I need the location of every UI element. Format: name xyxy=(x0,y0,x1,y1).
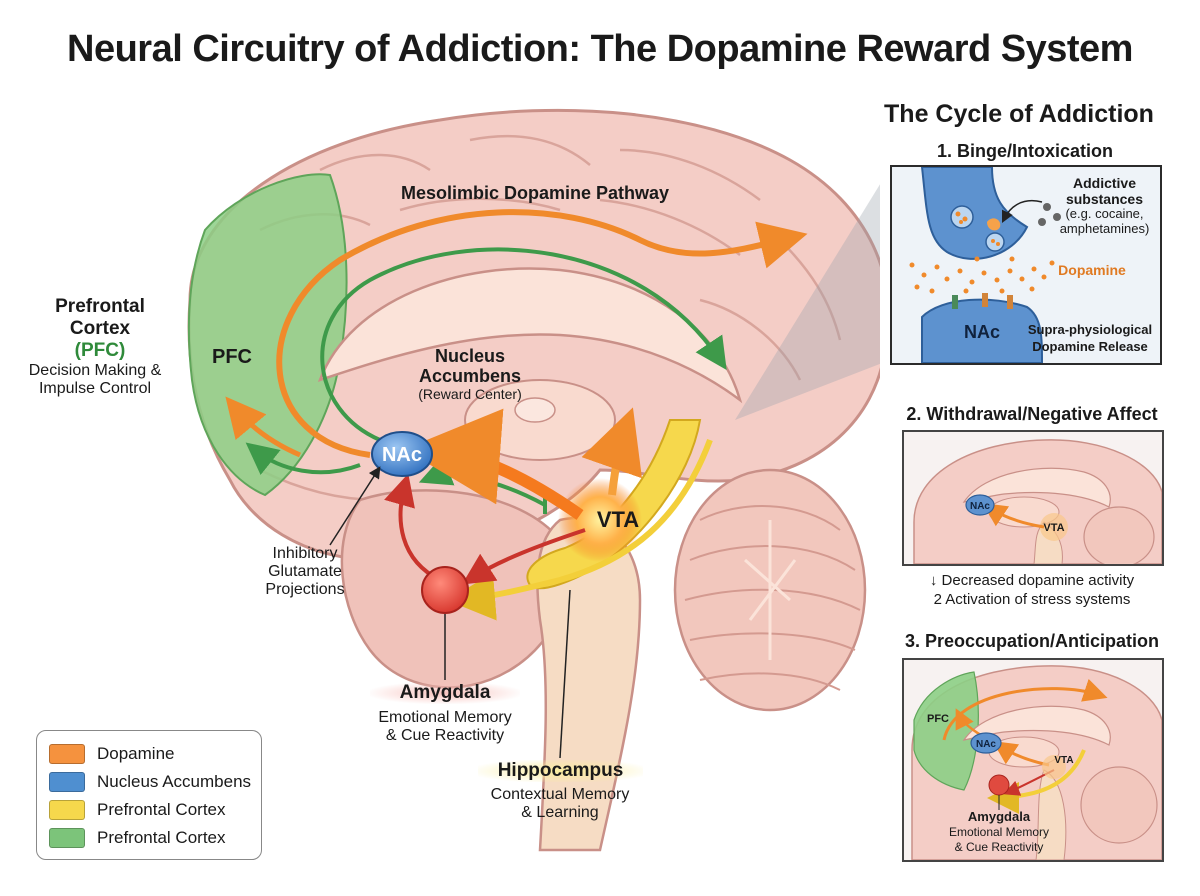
legend-item: Dopamine xyxy=(49,743,175,765)
nac-node xyxy=(371,431,433,477)
brain-diagram: PFC NAc VTA xyxy=(187,108,880,852)
stage3-pfc-label: PFC xyxy=(927,713,949,725)
legend-label: Prefrontal Cortex xyxy=(97,828,226,847)
nac-sub: (Reward Center) xyxy=(418,386,522,402)
page-title: Neural Circuitry of Addiction: The Dopam… xyxy=(67,28,1133,70)
zoom-wedge xyxy=(735,184,880,420)
hippocampus-title: Hippocampus xyxy=(478,760,643,782)
legend-swatch-dopamine xyxy=(49,744,85,764)
postsynaptic-nac xyxy=(921,298,1043,363)
stage2-panel: NAc VTA xyxy=(902,430,1164,566)
stage1-subst-2: substances xyxy=(1065,191,1144,207)
stage1-dopamine-label: Dopamine xyxy=(1058,262,1126,278)
pfc-inner-label: PFC xyxy=(212,346,252,368)
amygdala-title: Amygdala xyxy=(370,682,520,704)
stage1-subst-1: Addictive xyxy=(1072,175,1136,191)
stage3-title: 3. Preoccupation/Anticipation xyxy=(904,631,1160,651)
inhibitory-label-3: Projections xyxy=(265,581,345,598)
pfc-desc-1: Decision Making & xyxy=(28,362,162,379)
inhibitory-label-1: Inhibitory xyxy=(272,545,338,562)
hippocampus-desc-1: Contextual Memory xyxy=(490,786,630,803)
pfc-abbr: (PFC) xyxy=(74,340,126,361)
amygdala-desc-1: Emotional Memory xyxy=(378,709,512,726)
stage3-amygdala-title: Amygdala xyxy=(967,809,1031,824)
stage3-nac-label: NAc xyxy=(976,739,996,750)
stage2-title: 2. Withdrawal/Negative Affect xyxy=(906,404,1158,424)
hippocampus-desc-2: & Learning xyxy=(521,804,599,821)
hippocampus-arrow xyxy=(447,438,713,621)
stage3-panel: PFC NAc VTA Amygdala Emotional Memory & … xyxy=(902,658,1164,862)
stage2-nac-label: NAc xyxy=(970,501,990,512)
amygdala-desc-2: & Cue Reactivity xyxy=(385,727,505,744)
pathway-label: Mesolimbic Dopamine Pathway xyxy=(400,183,670,203)
corpus-callosum xyxy=(317,267,743,404)
legend-item: Nucleus Accumbens xyxy=(49,771,251,793)
stage1-release-2: Dopamine Release xyxy=(1032,339,1148,354)
synapse-diagram xyxy=(892,167,1160,363)
stage2-effect-2: 2 Activation of stress systems xyxy=(933,591,1131,608)
stage1-panel: Addictive substances (e.g. cocaine, amph… xyxy=(890,165,1162,365)
legend: Dopamine Nucleus Accumbens Prefrontal Co… xyxy=(36,730,262,860)
stage2-effect-1: ↓ Decreased dopamine activity xyxy=(929,572,1135,589)
amygdala-node xyxy=(421,566,469,614)
pfc-desc-2: Impulse Control xyxy=(38,380,152,397)
inhibitory-label-2: Glutamate xyxy=(268,563,342,580)
cycle-title: The Cycle of Addiction xyxy=(884,100,1154,128)
legend-swatch-yellow xyxy=(49,800,85,820)
pfc-title-1: Prefrontal xyxy=(55,296,145,317)
legend-swatch-nac xyxy=(49,772,85,792)
stage1-subst-3: (e.g. cocaine, xyxy=(1065,206,1144,221)
stage1-nac-label: NAc xyxy=(963,322,1000,342)
glutamate-loop-arrow xyxy=(320,247,727,442)
stage3-brain: PFC NAc VTA xyxy=(904,660,1162,860)
stage1-subst-4: amphetamines) xyxy=(1059,221,1150,236)
legend-label: Nucleus Accumbens xyxy=(97,772,252,791)
stage1-release-1: Supra-physiological xyxy=(1027,322,1153,337)
stage3-amygdala-desc-1: Emotional Memory xyxy=(948,825,1050,839)
pfc-title-2: Cortex xyxy=(69,318,131,339)
legend-swatch-green xyxy=(49,828,85,848)
nac-title-2: Accumbens xyxy=(418,366,522,386)
stage2-brain: NAc VTA xyxy=(904,432,1162,564)
legend-label: Prefrontal Cortex xyxy=(97,800,226,819)
stage3-vta-label: VTA xyxy=(1054,755,1073,766)
stage2-vta-label: VTA xyxy=(1043,522,1064,534)
nac-node-label: NAc xyxy=(382,444,422,466)
stage1-title: 1. Binge/Intoxication xyxy=(936,141,1114,161)
legend-label: Dopamine xyxy=(97,744,175,763)
mesolimbic-pathway-arrow xyxy=(276,209,808,458)
vta-to-nac-arrow xyxy=(404,408,584,520)
nac-title-1: Nucleus xyxy=(434,346,506,366)
stage3-amygdala-desc-2: & Cue Reactivity xyxy=(954,840,1044,854)
legend-item: Prefrontal Cortex xyxy=(49,827,226,849)
legend-item: Prefrontal Cortex xyxy=(49,799,226,821)
vta-node-label: VTA xyxy=(597,507,639,532)
